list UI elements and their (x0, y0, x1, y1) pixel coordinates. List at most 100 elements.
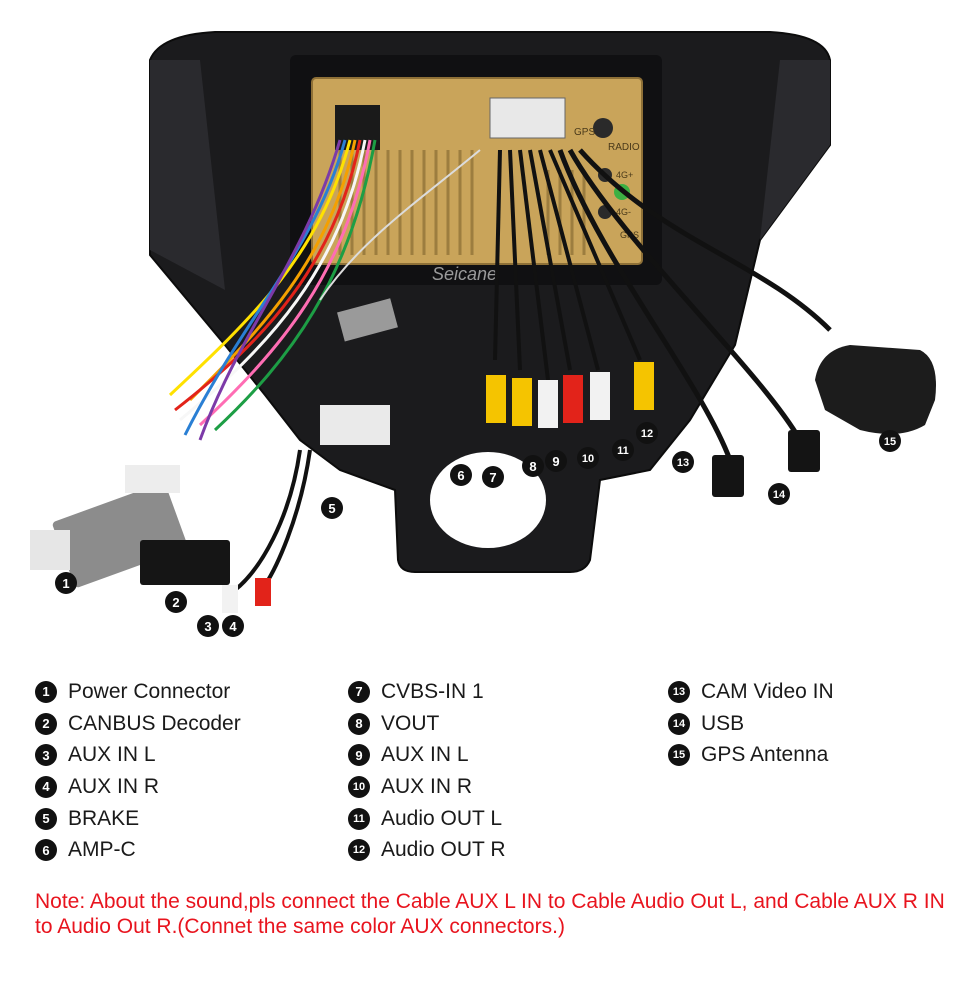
legend-column-2: 7 CVBS-IN 1 8 VOUT 9 AUX IN L 10 AUX IN R 11… (348, 676, 506, 866)
legend-label: Audio OUT R (381, 838, 506, 862)
callout-8: 8 (522, 455, 544, 477)
svg-text:8: 8 (529, 459, 536, 474)
svg-text:1: 1 (62, 576, 69, 591)
power-connector-white (30, 530, 70, 570)
legend-badge: 14 (668, 712, 690, 735)
legend-label: CVBS-IN 1 (381, 679, 484, 703)
legend-label: VOUT (381, 711, 440, 735)
svg-text:9: 9 (552, 454, 559, 469)
legend-badge: 6 (35, 839, 57, 862)
power-connector-block (52, 482, 188, 588)
legend-label: AUX IN R (68, 774, 160, 798)
unit-connector-left (335, 105, 380, 150)
legend-badge: 4 (35, 775, 57, 798)
svg-text:2: 2 (172, 595, 179, 610)
dash-left-wing (150, 60, 225, 290)
legend-label: Power Connector (68, 679, 231, 703)
legend-label: AUX IN L (68, 743, 156, 767)
callout-9: 9 (545, 450, 567, 472)
legend-badge: 1 (35, 680, 57, 703)
legend-item-aux-in-l: 3 AUX IN L (35, 739, 241, 771)
legend-label: Audio OUT L (381, 806, 503, 830)
legend-label: USB (701, 711, 745, 735)
legend-item-brake: 5 BRAKE (35, 803, 241, 835)
legend-item-power-connector: 1 Power Connector (35, 676, 241, 708)
legend-item-cam-video-in: 13 CAM Video IN (668, 676, 834, 708)
legend-label: BRAKE (68, 806, 140, 830)
legend-badge: 13 (668, 680, 690, 703)
callout-1: 1 (55, 572, 77, 594)
watermark: Seicane (432, 264, 497, 284)
legend-item-canbus-decoder: 2 CANBUS Decoder (35, 708, 241, 740)
legend-item-aux-in-l-2: 9 AUX IN L (348, 739, 506, 771)
dash-right-wing (760, 60, 830, 240)
unit-label-4g-plus: 4G+ (616, 170, 633, 180)
svg-text:6: 6 (457, 468, 464, 483)
callout-4: 4 (222, 615, 244, 637)
legend-badge: 12 (348, 839, 370, 862)
legend-item-vout: 8 VOUT (348, 708, 506, 740)
svg-text:12: 12 (641, 428, 653, 440)
callout-10: 10 (577, 447, 599, 469)
callout-5: 5 (321, 497, 343, 519)
legend-label: AUX IN R (381, 774, 473, 798)
product-photo: GPS RADIO 4G+ 4G- GPS Seicane (30, 31, 936, 637)
svg-text:13: 13 (677, 457, 689, 469)
legend-item-usb: 14 USB (668, 708, 834, 740)
svg-text:11: 11 (617, 445, 629, 457)
wire-harness (168, 139, 481, 441)
canbus-box (140, 540, 230, 585)
svg-text:3: 3 (204, 619, 211, 634)
callout-badges: 1 2 3 4 5 6 7 8 9 10 11 12 13 14 15 (55, 422, 901, 637)
legend-label: CANBUS Decoder (68, 711, 241, 735)
legend-badge: 10 (348, 775, 370, 798)
callout-15: 15 (879, 430, 901, 452)
white-plug-a (320, 405, 390, 445)
usb-plug-a (712, 455, 744, 497)
legend-item-gps-antenna: 15 GPS Antenna (668, 739, 834, 771)
legend-label: AMP-C (68, 838, 136, 862)
legend-label: AUX IN L (381, 743, 469, 767)
unit-connector-center (489, 97, 566, 139)
usb-gps-cables (557, 148, 832, 461)
wiring-note: Note: About the sound,pls connect the Ca… (35, 890, 945, 938)
legend-badge: 8 (348, 712, 370, 735)
svg-text:14: 14 (773, 489, 786, 501)
svg-text:4: 4 (229, 619, 237, 634)
gps-port (593, 118, 613, 138)
callout-3: 3 (197, 615, 219, 637)
usb-plug-b (788, 430, 820, 472)
grey-plug-a (337, 298, 398, 342)
callout-6: 6 (450, 464, 472, 486)
svg-text:5: 5 (328, 501, 335, 516)
callout-7: 7 (482, 466, 504, 488)
unit-label-gps: GPS (574, 127, 595, 138)
legend-item-audio-out-r: 12 Audio OUT R (348, 834, 506, 866)
legend-badge: 15 (668, 744, 690, 767)
unit-label-4g-minus: 4G- (616, 207, 631, 217)
unit-label-radio: RADIO (608, 142, 640, 153)
rca-cables-left (222, 449, 312, 613)
legend-badge: 5 (35, 807, 57, 830)
legend-badge: 7 (348, 680, 370, 703)
callout-2: 2 (165, 591, 187, 613)
legend-badge: 9 (348, 744, 370, 767)
legend-item-audio-out-l: 11 Audio OUT L (348, 803, 506, 835)
legend-item-cvbs-in-1: 7 CVBS-IN 1 (348, 676, 506, 708)
white-plug-b (125, 465, 180, 493)
legend-badge: 2 (35, 712, 57, 735)
callout-14: 14 (768, 483, 790, 505)
legend-item-aux-in-r: 4 AUX IN R (35, 771, 241, 803)
legend-label: CAM Video IN (701, 679, 834, 703)
rca-cables-center (486, 149, 654, 428)
legend-item-amp-c: 6 AMP-C (35, 834, 241, 866)
callout-11: 11 (612, 439, 634, 461)
legend-label: GPS Antenna (701, 743, 829, 767)
legend-badge: 3 (35, 744, 57, 767)
callout-12: 12 (636, 422, 658, 444)
svg-text:10: 10 (582, 453, 594, 465)
legend-column-3: 13 CAM Video IN 14 USB 15 GPS Antenna (668, 676, 834, 771)
legend-badge: 11 (348, 807, 370, 830)
callout-13: 13 (672, 451, 694, 473)
